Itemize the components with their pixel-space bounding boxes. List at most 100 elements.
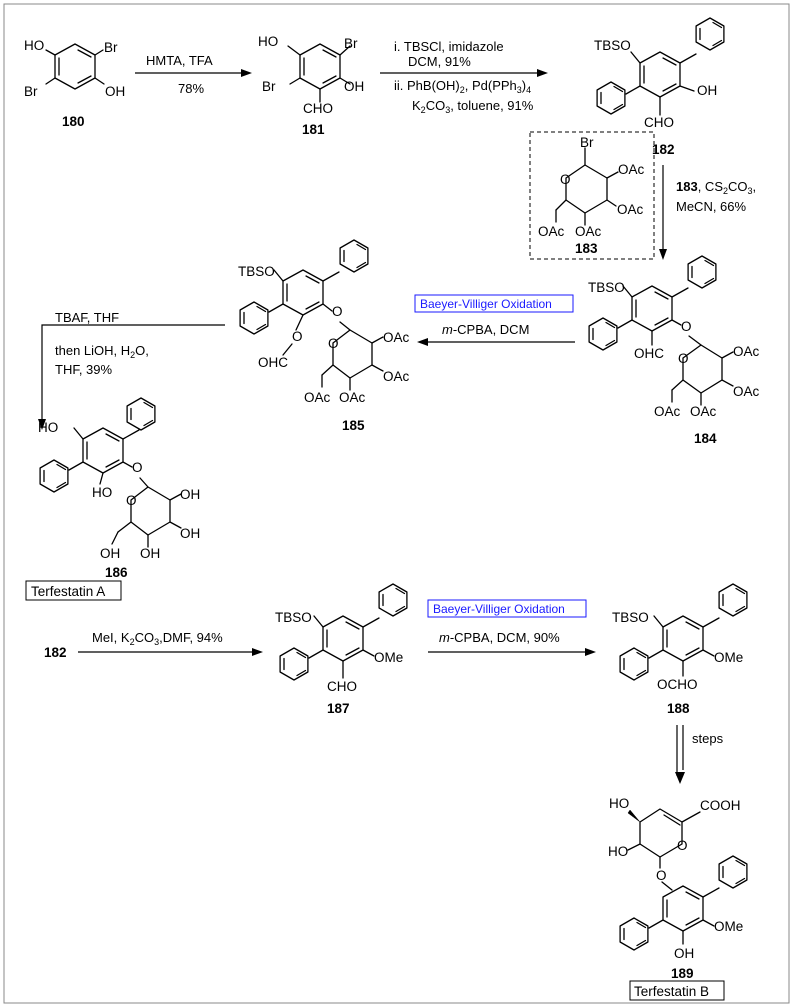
compound-185: TBSO O O OHC O OAc OAc OAc OAc 185 — [238, 239, 410, 433]
silyl-ether-label: TBSO — [594, 38, 631, 53]
hydroxyl-label: OH — [180, 526, 200, 541]
natural-product-name: Terfestatin A — [31, 584, 105, 599]
condition-reagents: HMTA, TFA — [146, 53, 213, 68]
acetate-label: OAc — [304, 390, 331, 405]
hydroxyl-label: OH — [674, 946, 694, 961]
ring-oxygen-label: O — [678, 351, 689, 366]
figure-frame — [3, 3, 790, 1004]
compound-number-181: 181 — [302, 122, 325, 137]
reaction-arrow-2: i. TBSCl, imidazole DCM, 91% ii. PhB(OH)… — [380, 39, 548, 115]
acetate-label: OAc — [733, 384, 760, 399]
acetate-label: OAc — [617, 202, 644, 217]
condition-lioh: then LiOH, H2O, — [55, 343, 149, 360]
acetate-label: OAc — [538, 224, 565, 239]
bromine-label: Br — [262, 79, 276, 94]
compound-189: HO HO COOH O O OMe OH 189 Terfestatin B — [608, 796, 748, 1001]
reaction-arrow-7: Baeyer-Villiger Oxidation m-CPBA, DCM, 9… — [427, 599, 596, 656]
hydroxyl-label: HO — [608, 844, 628, 859]
compound-182: TBSO OH CHO 182 — [594, 17, 725, 157]
compound-187: TBSO OMe CHO 187 — [275, 583, 408, 716]
carboxylic-acid-label: COOH — [700, 798, 741, 813]
condition-step-ii-base: K2CO3, toluene, 91% — [412, 98, 534, 115]
condition-step-ii: ii. PhB(OH)2, Pd(PPh3)4 — [394, 78, 531, 95]
condition-steps: steps — [692, 731, 724, 746]
acetate-label: OAc — [654, 404, 681, 419]
hydroxyl-label: OH — [697, 83, 717, 98]
reaction-arrow-5: TBAF, THF then LiOH, H2O, THF, 39% — [38, 310, 225, 430]
hydroxyl-label: HO — [38, 420, 58, 435]
hydroxyl-label: HO — [24, 38, 44, 53]
condition-step-i-yield: DCM, 91% — [408, 54, 471, 69]
aldehyde-label: CHO — [644, 115, 674, 130]
glycosidic-oxygen-label: O — [132, 460, 143, 475]
compound-number-186: 186 — [105, 565, 128, 580]
acetate-label: OAc — [383, 369, 410, 384]
condition-solvent-yield: MeCN, 66% — [676, 199, 747, 214]
hydroxyl-label: OH — [344, 79, 364, 94]
hydroxyl-label: OH — [100, 546, 120, 561]
compound-number-185: 185 — [342, 418, 365, 433]
methoxy-label: OMe — [714, 919, 743, 934]
bromine-label: Br — [344, 36, 358, 51]
bromine-label: Br — [104, 40, 118, 55]
hydroxyl-label: HO — [258, 34, 278, 49]
silyl-ether-label: TBSO — [612, 610, 649, 625]
bromine-label: Br — [580, 135, 594, 150]
formate-label: OHC — [258, 355, 288, 370]
compound-number-184: 184 — [694, 431, 717, 446]
reaction-arrow-1: HMTA, TFA 78% — [135, 53, 252, 96]
acetate-label: OAc — [383, 330, 410, 345]
condition-methylation: MeI, K2CO3,DMF, 94% — [92, 630, 223, 647]
bromine-label: Br — [24, 84, 38, 99]
formate-label: OCHO — [657, 677, 698, 692]
name-box — [25, 580, 122, 601]
reaction-arrow-4: Baeyer-Villiger Oxidation m-CPBA, DCM — [414, 294, 575, 346]
glycosidic-oxygen-label: O — [332, 304, 343, 319]
ring-oxygen-label: O — [560, 172, 571, 187]
ring-oxygen-label: O — [677, 838, 688, 853]
reaction-arrow-3: 183, CS2CO3, MeCN, 66% — [659, 165, 756, 260]
hydroxyl-label: OH — [180, 487, 200, 502]
compound-number-182-start: 182 — [44, 645, 67, 660]
condition-tbaf: TBAF, THF — [55, 310, 119, 325]
compound-184: TBSO O OHC O OAc OAc OAc OAc 184 — [588, 255, 760, 446]
ring-oxygen-label: O — [126, 493, 137, 508]
compound-181: HO Br OH Br CHO 181 — [258, 34, 364, 137]
acetate-label: OAc — [575, 224, 602, 239]
compound-183: O Br OAc OAc OAc OAc 183 — [529, 131, 655, 260]
methoxy-label: OMe — [374, 650, 403, 665]
methoxy-label: OMe — [714, 650, 743, 665]
condition-mcpba: m-CPBA, DCM, 90% — [439, 630, 560, 645]
aldehyde-label: CHO — [303, 101, 333, 116]
acetate-label: OAc — [618, 162, 645, 177]
compound-number-188: 188 — [667, 701, 690, 716]
condition-step-i: i. TBSCl, imidazole — [394, 39, 504, 54]
name-box — [629, 980, 725, 1001]
condition-thf-yield: THF, 39% — [55, 362, 113, 377]
baeyer-villiger-label: Baeyer-Villiger Oxidation — [420, 297, 552, 311]
aldehyde-label: CHO — [327, 679, 357, 694]
silyl-ether-label: TBSO — [238, 264, 275, 279]
natural-product-name: Terfestatin B — [634, 984, 709, 999]
compound-number-187: 187 — [327, 701, 350, 716]
compound-188: TBSO OMe OCHO 188 — [612, 583, 748, 716]
compound-180: HO Br OH Br 180 — [24, 38, 125, 129]
ring-oxygen-label: O — [328, 336, 339, 351]
condition-mcpba: m-CPBA, DCM — [442, 322, 529, 337]
hydroxyl-label: HO — [92, 485, 112, 500]
glycosidic-oxygen-label: O — [656, 868, 667, 883]
hydroxyl-label: OH — [105, 84, 125, 99]
compound-number-183: 183 — [575, 241, 598, 256]
acetate-label: OAc — [339, 390, 366, 405]
formate-oxygen-label: O — [292, 329, 303, 344]
acetate-label: OAc — [733, 344, 760, 359]
compound-number-189: 189 — [671, 966, 694, 981]
hydroxyl-label: HO — [609, 796, 629, 811]
compound-number-182: 182 — [652, 142, 675, 157]
condition-yield: 78% — [178, 81, 204, 96]
reaction-arrow-6: 182 MeI, K2CO3,DMF, 94% — [44, 630, 263, 660]
acetate-label: OAc — [690, 404, 717, 419]
silyl-ether-label: TBSO — [588, 280, 625, 295]
aldehyde-label: OHC — [634, 346, 664, 361]
